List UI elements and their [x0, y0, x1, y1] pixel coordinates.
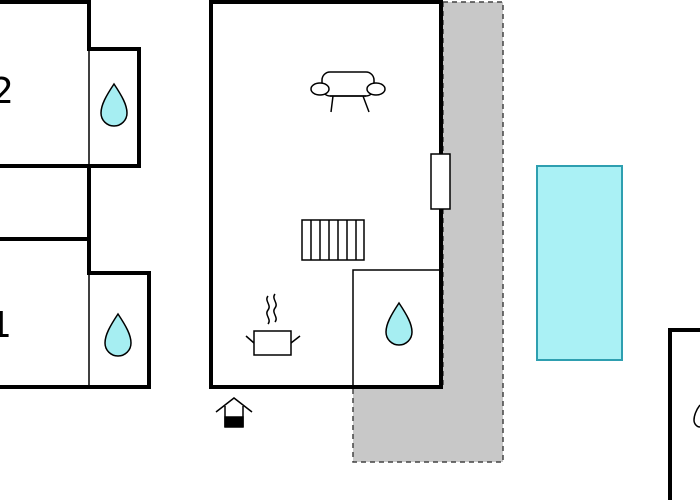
room-label-1: 1: [0, 305, 12, 346]
bathroom-wall: [352, 269, 441, 387]
right-building: [668, 328, 700, 500]
water-drop-icon: [385, 301, 413, 346]
cooking-pot-icon: [245, 293, 301, 356]
water-drop-icon: [104, 312, 132, 357]
water-drop-icon: [100, 82, 128, 127]
sofa-icon: [310, 71, 386, 113]
pool: [536, 165, 623, 361]
room-label-2: 2: [0, 71, 14, 112]
right-building-water-drop-icon: [693, 404, 700, 428]
entrance-icon: [215, 397, 253, 428]
terrace-area: [352, 1, 504, 463]
stairs-icon: [301, 219, 365, 261]
window-icon: [430, 153, 451, 210]
